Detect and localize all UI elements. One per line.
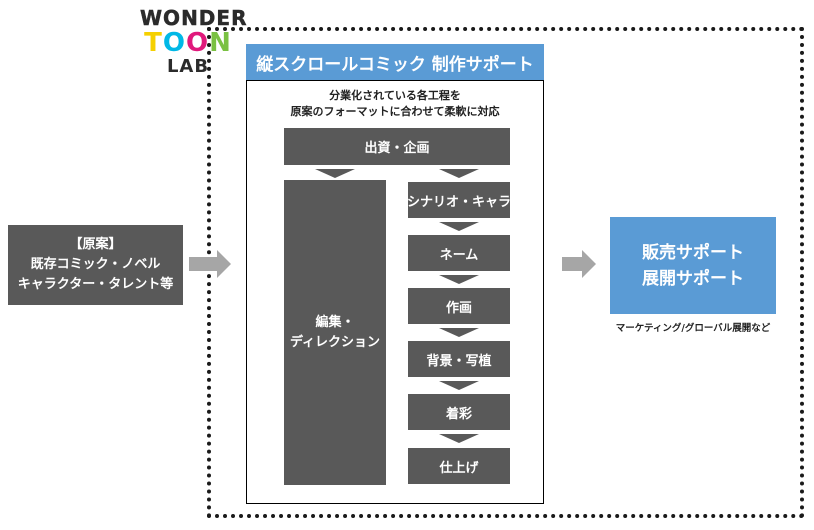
main-subtitle: 分業化されている各工程を 原案のフォーマットに合わせて柔軟に対応: [290, 89, 500, 118]
funding-planning-box: 出資・企画: [284, 128, 510, 165]
arrow-down-icon: [439, 381, 479, 390]
arrow-right-shaft: [189, 257, 217, 271]
arrow-down-icon: [439, 169, 479, 178]
sales-support-box: 販売サポート 展開サポート: [610, 217, 776, 314]
step-finishing: 仕上げ: [408, 448, 510, 484]
step-coloring: 着彩: [408, 394, 510, 430]
arrow-down-icon: [439, 222, 479, 231]
arrow-down-icon: [439, 328, 479, 337]
editorial-direction-box: 編集・ ディレクション: [284, 180, 386, 485]
arrow-right-icon: [217, 250, 231, 278]
dotted-frame: [207, 27, 804, 518]
arrow-right-shaft: [562, 257, 582, 271]
wondertoon-lab-logo: WONDER TOON LAB: [140, 6, 248, 82]
step-drawing: 作画: [408, 288, 510, 324]
source-material-box: 【原案】 既存コミック・ノベル キャラクター・タレント等: [8, 225, 183, 305]
sales-note: マーケティング/グローバル展開など: [615, 323, 771, 334]
arrow-down-icon: [315, 169, 355, 178]
step-scenario-character: シナリオ・キャラ: [407, 182, 511, 218]
logo-line2: TOON: [144, 28, 232, 58]
main-title: 縦スクロールコミック 制作サポート: [246, 44, 544, 80]
step-background-typesetting: 背景・写植: [408, 341, 510, 377]
arrow-down-icon: [439, 275, 479, 284]
logo-line3: LAB: [166, 56, 210, 77]
arrow-right-icon: [582, 250, 596, 278]
logo-line1: WONDER: [140, 6, 248, 30]
step-name: ネーム: [408, 235, 510, 271]
arrow-down-icon: [439, 434, 479, 443]
